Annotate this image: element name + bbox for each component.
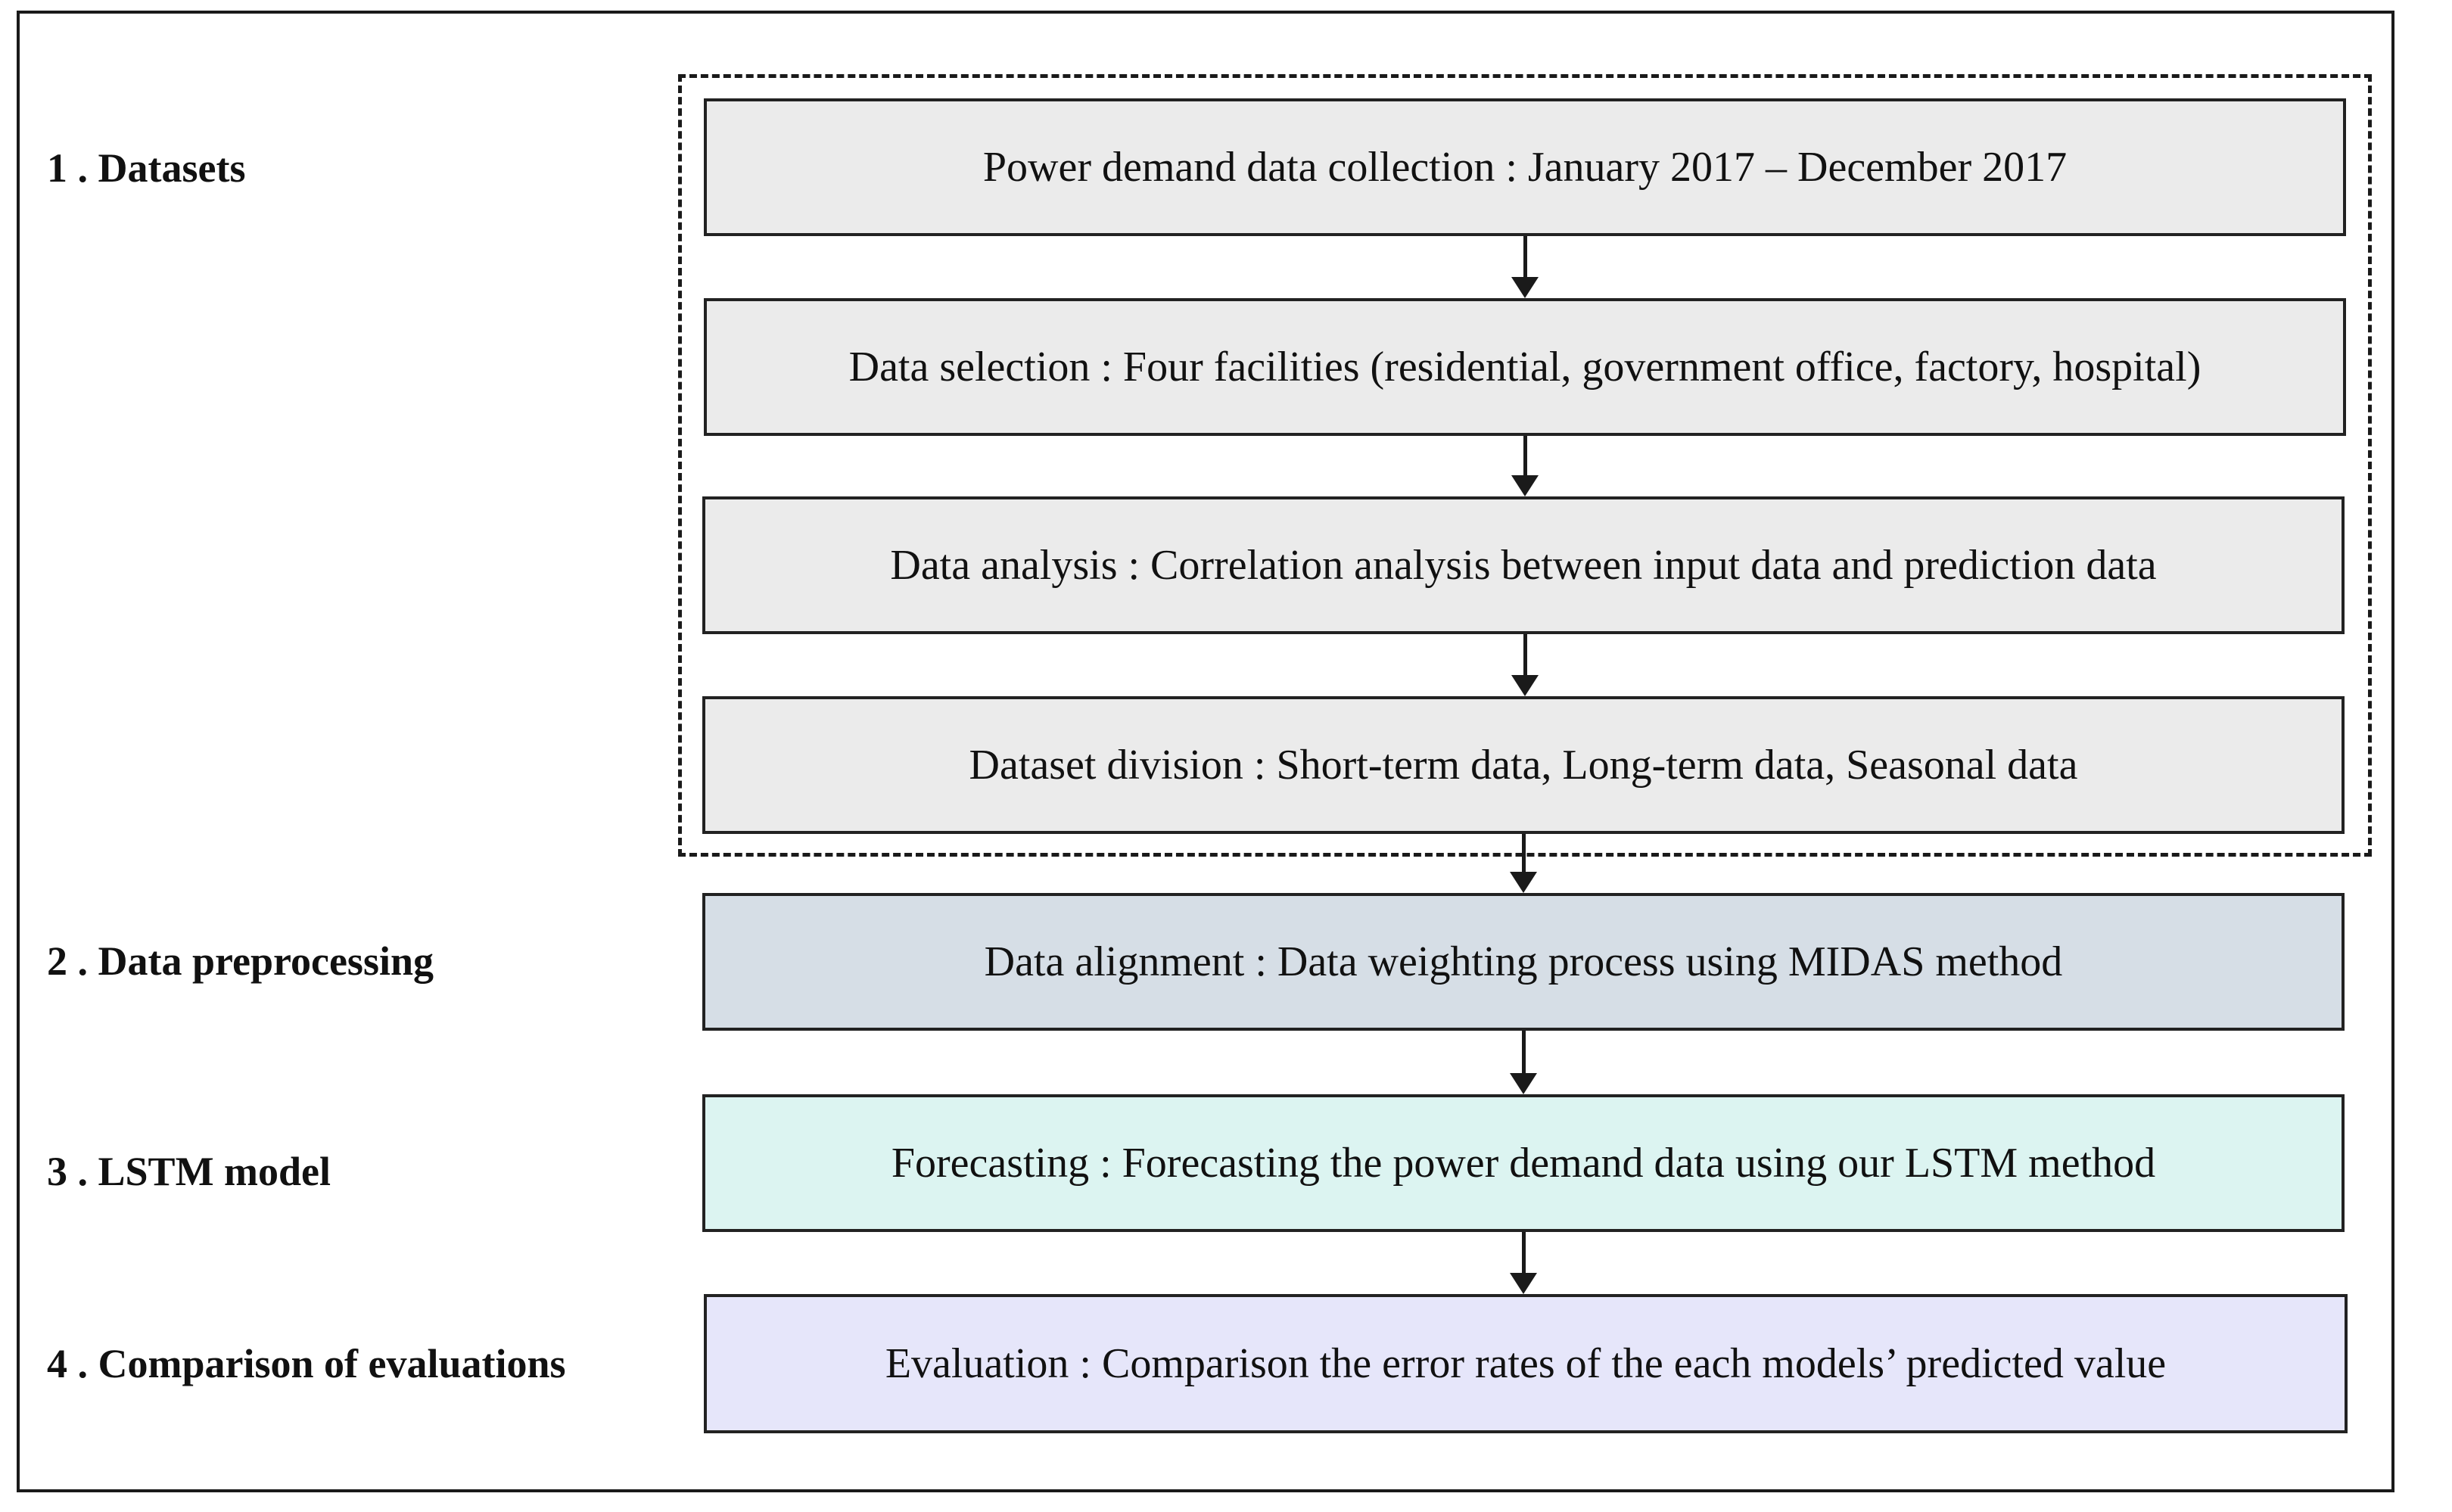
box-text: Data analysis : Correlation analysis bet… <box>890 542 2157 589</box>
box-text: Data alignment : Data weighting process … <box>984 938 2063 985</box>
box-data-analysis: Data analysis : Correlation analysis bet… <box>702 496 2345 634</box>
box-data-selection: Data selection : Four facilities (reside… <box>704 298 2346 436</box>
box-forecasting: Forecasting : Forecasting the power dema… <box>702 1094 2345 1232</box>
step-label-lstm-model: 3 . LSTM model <box>47 1149 331 1194</box>
box-power-demand-data-collection: Power demand data collection : January 2… <box>704 98 2346 236</box>
step-label-comparison-of-evaluations: 4 . Comparison of evaluations <box>47 1341 566 1386</box>
arrow-down-icon <box>1502 436 1548 496</box>
arrow-down-icon <box>1502 634 1548 696</box>
arrow-down-icon <box>1502 236 1548 298</box>
box-text: Power demand data collection : January 2… <box>982 144 2068 191</box>
box-text: Data selection : Four facilities (reside… <box>848 344 2202 390</box>
step-label-data-preprocessing: 2 . Data preprocessing <box>47 938 434 984</box>
box-text: Forecasting : Forecasting the power dema… <box>891 1140 2156 1187</box>
box-dataset-division: Dataset division : Short-term data, Long… <box>702 696 2345 834</box>
arrow-down-icon <box>1501 1031 1546 1094</box>
box-data-alignment: Data alignment : Data weighting process … <box>702 893 2345 1031</box>
arrow-down-icon <box>1501 834 1546 893</box>
arrow-down-icon <box>1501 1232 1546 1294</box>
box-text: Evaluation : Comparison the error rates … <box>885 1340 2167 1387</box>
figure-frame <box>17 11 2394 1492</box>
step-label-datasets: 1 . Datasets <box>47 145 246 191</box>
box-evaluation: Evaluation : Comparison the error rates … <box>704 1294 2348 1433</box>
box-text: Dataset division : Short-term data, Long… <box>969 742 2078 789</box>
